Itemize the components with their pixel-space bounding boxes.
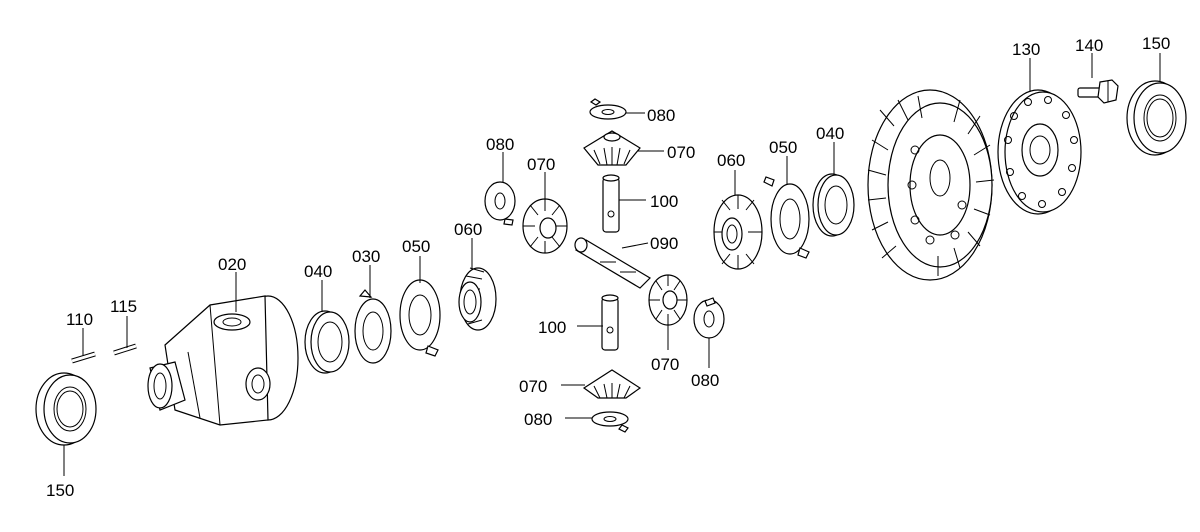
washer-080-left [484, 181, 516, 226]
pinion-070-left [522, 198, 568, 254]
pinion-070-top [583, 130, 641, 166]
ring-gear [867, 89, 995, 281]
side-gear-060-right [713, 194, 763, 270]
callout-080-bottom: 080 [524, 410, 552, 429]
pin-100-bottom [601, 294, 619, 351]
callout-100-top: 100 [650, 192, 678, 211]
washer-050-left [399, 279, 441, 357]
callout-070-left: 070 [527, 155, 555, 174]
pinion-070-right [648, 274, 688, 326]
callout-100-bottom: 100 [538, 318, 566, 337]
callout-070-top: 070 [667, 143, 695, 162]
leader-lines [63, 53, 1161, 476]
callout-070-right: 070 [651, 355, 679, 374]
callout-080-right: 080 [691, 371, 719, 390]
washer-080-bottom [591, 411, 629, 433]
callout-050-left: 050 [402, 237, 430, 256]
pin-100-top [602, 174, 620, 233]
callout-090: 090 [650, 234, 678, 253]
side-gear-060-left [458, 267, 497, 331]
callout-050-right: 050 [769, 138, 797, 157]
washer-050-right [763, 176, 810, 259]
cross-shaft-090 [574, 237, 651, 289]
callout-060-right: 060 [717, 151, 745, 170]
washer-080-top [589, 98, 627, 120]
callout-040-left: 040 [304, 262, 332, 281]
callout-labels: 150 110 115 020 040 030 050 060 080 070 … [46, 34, 1170, 500]
callout-030: 030 [352, 247, 380, 266]
callout-080-top: 080 [647, 106, 675, 125]
callout-115: 115 [110, 297, 137, 316]
washer-080-right [693, 297, 725, 339]
pin-110 [71, 351, 96, 364]
thrust-washer-040-left [304, 310, 350, 374]
shim-030 [354, 289, 392, 364]
callout-150-left: 150 [46, 481, 74, 500]
callout-070-bottom: 070 [519, 377, 547, 396]
callout-080-left: 080 [486, 135, 514, 154]
pin-115 [113, 343, 137, 356]
callout-140: 140 [1075, 36, 1103, 55]
pinion-070-bottom [582, 369, 642, 399]
callout-150-right: 150 [1142, 34, 1170, 53]
bearing-150-left [35, 372, 97, 446]
callout-110: 110 [66, 310, 93, 329]
thrust-washer-040-right [812, 173, 855, 237]
bearing-150-right [1126, 80, 1187, 156]
flange-130 [997, 89, 1082, 215]
callout-060-left: 060 [454, 220, 482, 239]
callout-020: 020 [218, 255, 246, 274]
differential-housing-020 [147, 295, 299, 426]
leader-090 [621, 242, 649, 249]
callout-130: 130 [1012, 40, 1040, 59]
bolt-140 [1077, 79, 1119, 104]
callout-040-right: 040 [816, 124, 844, 143]
